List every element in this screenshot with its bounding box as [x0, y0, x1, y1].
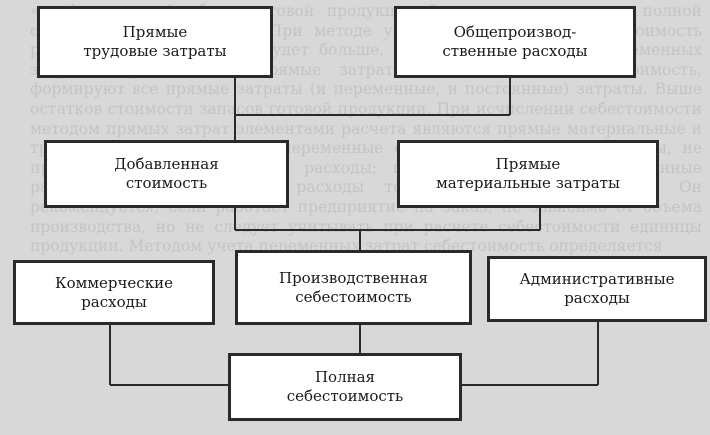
box-direct-labor: Прямые трудовые затраты — [37, 6, 273, 78]
box-production-cost-label: Производственная себестоимость — [278, 268, 429, 306]
box-full-cost: Полная себестоимость — [228, 353, 462, 421]
box-full-cost-label: Полная себестоимость — [286, 368, 404, 405]
box-value-added-label: Добавленная стоимость — [114, 155, 219, 192]
box-commercial-label: Коммерческие расходы — [55, 273, 173, 311]
box-administrative: Административные расходы — [487, 256, 707, 322]
box-commercial: Коммерческие расходы — [13, 260, 215, 325]
box-administrative-label: Административные расходы — [519, 270, 675, 307]
box-production-cost: Производственная себестоимость — [235, 250, 472, 325]
box-direct-material-label: Прямые материальные затраты — [436, 155, 620, 192]
box-value-added: Добавленная стоимость — [44, 140, 289, 208]
box-overhead: Общепроизвод- ственные расходы — [394, 6, 636, 78]
box-direct-material: Прямые материальные затраты — [397, 140, 659, 208]
box-overhead-label: Общепроизвод- ственные расходы — [442, 23, 588, 60]
box-direct-labor-label: Прямые трудовые затраты — [83, 23, 227, 60]
